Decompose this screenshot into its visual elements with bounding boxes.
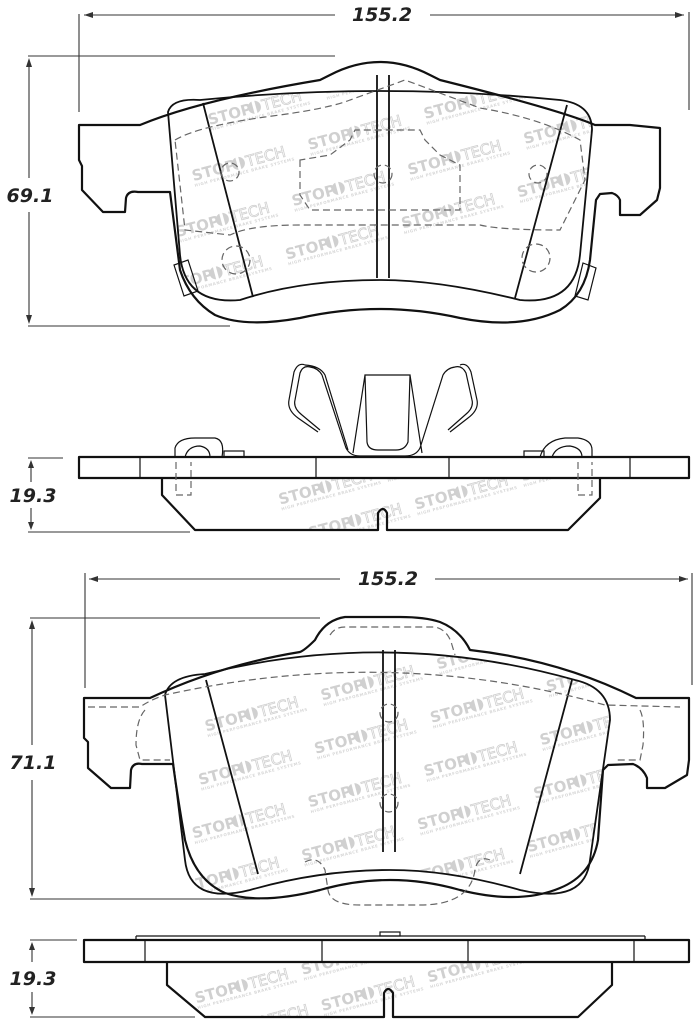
clip-rivet-left bbox=[223, 450, 245, 458]
hidden-shim-outline bbox=[174, 79, 586, 236]
hidden-pin-left bbox=[175, 462, 192, 496]
friction-material-side bbox=[160, 478, 602, 532]
wear-sensor-tab bbox=[379, 931, 401, 937]
arrow-down-icon bbox=[29, 888, 35, 897]
chamfer-line-right bbox=[519, 679, 573, 875]
arrow-right-icon bbox=[679, 576, 688, 582]
arrow-down-icon bbox=[29, 1007, 35, 1015]
backing-plate-side bbox=[82, 938, 691, 964]
hidden-bottom-outline bbox=[304, 858, 491, 906]
friction-material-side bbox=[165, 962, 614, 1019]
hidden-top-tab bbox=[329, 626, 456, 656]
hidden-boss-left bbox=[221, 245, 251, 275]
arrow-left-icon bbox=[89, 576, 98, 582]
side-clip-left bbox=[174, 437, 224, 458]
chamfer-line-left bbox=[205, 679, 259, 875]
arrow-down-icon bbox=[26, 315, 32, 324]
chamfer-line-right bbox=[514, 104, 568, 299]
arrow-up-icon bbox=[29, 942, 35, 950]
arrow-down-icon bbox=[28, 522, 34, 530]
width-label: 155.2 bbox=[358, 568, 418, 590]
pad-1-face-view: 155.2 69.1 bbox=[7, 4, 690, 327]
backing-plate-side bbox=[77, 455, 691, 480]
friction-material-outline bbox=[164, 651, 611, 895]
hidden-center-bracket bbox=[299, 129, 461, 211]
wear-tab-right bbox=[574, 262, 597, 301]
pad-2-face-view: 155.2 71.1 bbox=[10, 568, 693, 906]
chamfer-line-left bbox=[202, 102, 254, 298]
hidden-hole-lower bbox=[379, 793, 399, 813]
thickness-label: 19.3 bbox=[10, 968, 57, 990]
wear-tab-left bbox=[173, 259, 199, 297]
arrow-up-icon bbox=[29, 620, 35, 629]
pad-2-side-view: 19.3 bbox=[10, 931, 691, 1019]
arrow-up-icon bbox=[26, 58, 32, 67]
thickness-label: 19.3 bbox=[10, 485, 57, 507]
watermark-logos bbox=[183, 652, 610, 894]
hidden-boss-right bbox=[521, 243, 551, 273]
height-label: 69.1 bbox=[7, 185, 54, 207]
watermark-logos-side-1 bbox=[276, 478, 600, 530]
clip-rivet-right bbox=[523, 450, 545, 458]
hidden-hole-right bbox=[528, 164, 548, 184]
backing-plate-outline bbox=[77, 60, 662, 324]
arrow-right-icon bbox=[675, 12, 684, 18]
hidden-hole-center bbox=[373, 164, 393, 184]
pad-1-side-view: 19.3 bbox=[10, 363, 691, 533]
side-clip-right bbox=[539, 437, 593, 458]
hidden-shim-outline bbox=[88, 671, 681, 761]
hidden-pin-right bbox=[577, 462, 593, 496]
friction-material-outline bbox=[167, 90, 593, 302]
hidden-hole-upper bbox=[379, 703, 399, 723]
height-label: 71.1 bbox=[10, 752, 57, 774]
hidden-hole-left bbox=[220, 162, 240, 182]
arrow-up-icon bbox=[28, 460, 34, 468]
backing-plate-outline bbox=[82, 615, 691, 900]
width-label: 155.2 bbox=[352, 4, 412, 26]
arrow-left-icon bbox=[84, 12, 93, 18]
spring-clip bbox=[288, 363, 478, 457]
